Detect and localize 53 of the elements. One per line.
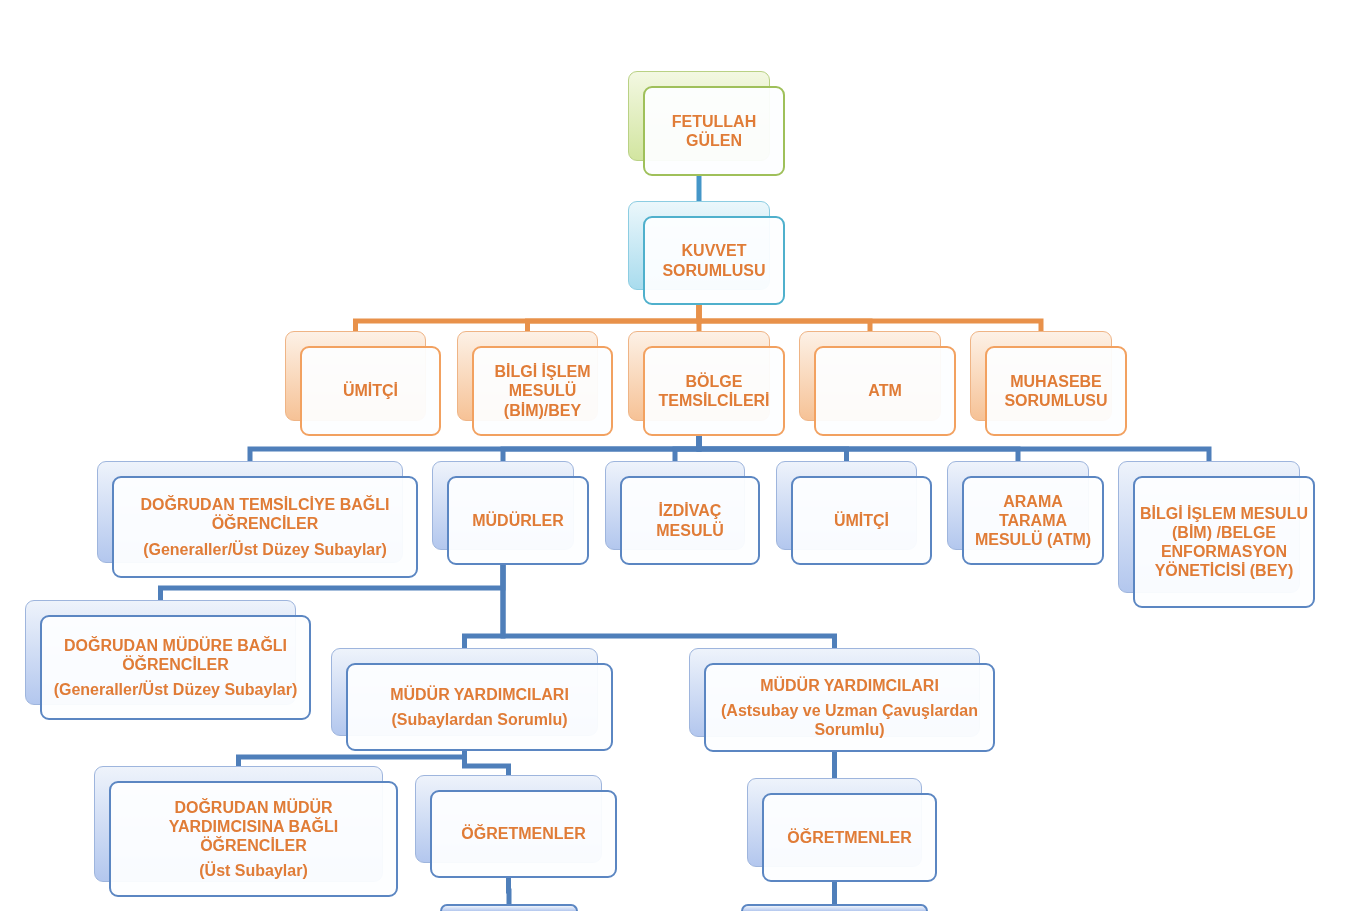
position-title: ÜMİTÇİ xyxy=(833,510,890,531)
connector-line xyxy=(696,176,702,201)
org-card xyxy=(747,778,937,882)
org-card xyxy=(628,201,785,305)
connector-line xyxy=(832,882,837,904)
org-card xyxy=(457,331,613,436)
org-card xyxy=(628,331,785,436)
position-title: ARAMA TARAMA MESULÜ (ATM) xyxy=(973,491,1093,550)
position-note: (Astsubay ve Uzman Çavuşlardan Sorumlu) xyxy=(720,700,979,740)
connector-line xyxy=(500,565,837,648)
connector-line xyxy=(832,752,837,778)
position-title: KUVVET SORUMLUSU xyxy=(661,241,767,280)
position-title: MÜDÜR YARDIMCILARI xyxy=(390,684,569,704)
position-title: ÜMİTÇİ xyxy=(342,381,399,401)
position-note: (Subaylardan Sorumlu) xyxy=(391,710,568,730)
org-card xyxy=(1118,461,1315,608)
org-card xyxy=(432,461,589,565)
org-card xyxy=(331,648,613,751)
position-title: ÖĞRETMENLER xyxy=(787,827,912,848)
position-title: ATM xyxy=(868,381,902,401)
position-title: MUHASEBE SORUMLUSU xyxy=(1003,371,1109,411)
position-title: BİLGİ İŞLEM MESULU (BİM) /BELGE ENFORMASYON YÖNETİCİSİ (BEY) xyxy=(1140,503,1308,581)
org-card xyxy=(970,331,1127,436)
position-title: MÜDÜR YARDIMCILARI xyxy=(760,675,939,695)
position-title: FETULLAH GÜLEN xyxy=(670,111,758,151)
position-note: (Generaller/Üst Düzey Subaylar) xyxy=(53,680,298,700)
org-card xyxy=(776,461,932,565)
org-card xyxy=(415,775,617,878)
position-title: MÜDÜRLER xyxy=(472,510,564,531)
position-title: BÖLGE TEMSİLCİLERİ xyxy=(657,371,771,411)
position-title: BİLGİ İŞLEM MESULÜ (BİM)/BEY xyxy=(493,362,592,420)
org-card xyxy=(97,461,418,578)
position-note: (Üst Subaylar) xyxy=(199,861,308,881)
org-card xyxy=(25,600,311,720)
position-title: DOĞRUDAN MÜDÜRE BAĞLI ÖĞRENCİLER xyxy=(62,635,289,675)
connector-line xyxy=(462,751,511,775)
org-card xyxy=(440,904,578,911)
connector-line xyxy=(696,305,1044,331)
position-title: DOĞRUDAN MÜDÜR YARDIMCISINA BAĞLI ÖĞRENCİLER xyxy=(167,797,340,856)
position-title: DOĞRUDAN TEMSİLCİYE BAĞLI ÖĞRENCİLER xyxy=(139,495,391,534)
connector-line xyxy=(506,878,512,904)
org-card xyxy=(94,766,398,897)
position-note: (Generaller/Üst Düzey Subaylar) xyxy=(143,539,387,559)
position-title: ÖĞRETMENLER xyxy=(461,824,586,844)
org-card xyxy=(741,904,928,911)
org-card xyxy=(947,461,1104,565)
connector-line xyxy=(696,436,1212,461)
org-card xyxy=(605,461,760,565)
org-card xyxy=(628,71,785,176)
org-card xyxy=(285,331,441,436)
org-card xyxy=(799,331,956,436)
org-card xyxy=(689,648,995,752)
position-title: İZDİVAÇ MESULÜ xyxy=(655,501,725,540)
